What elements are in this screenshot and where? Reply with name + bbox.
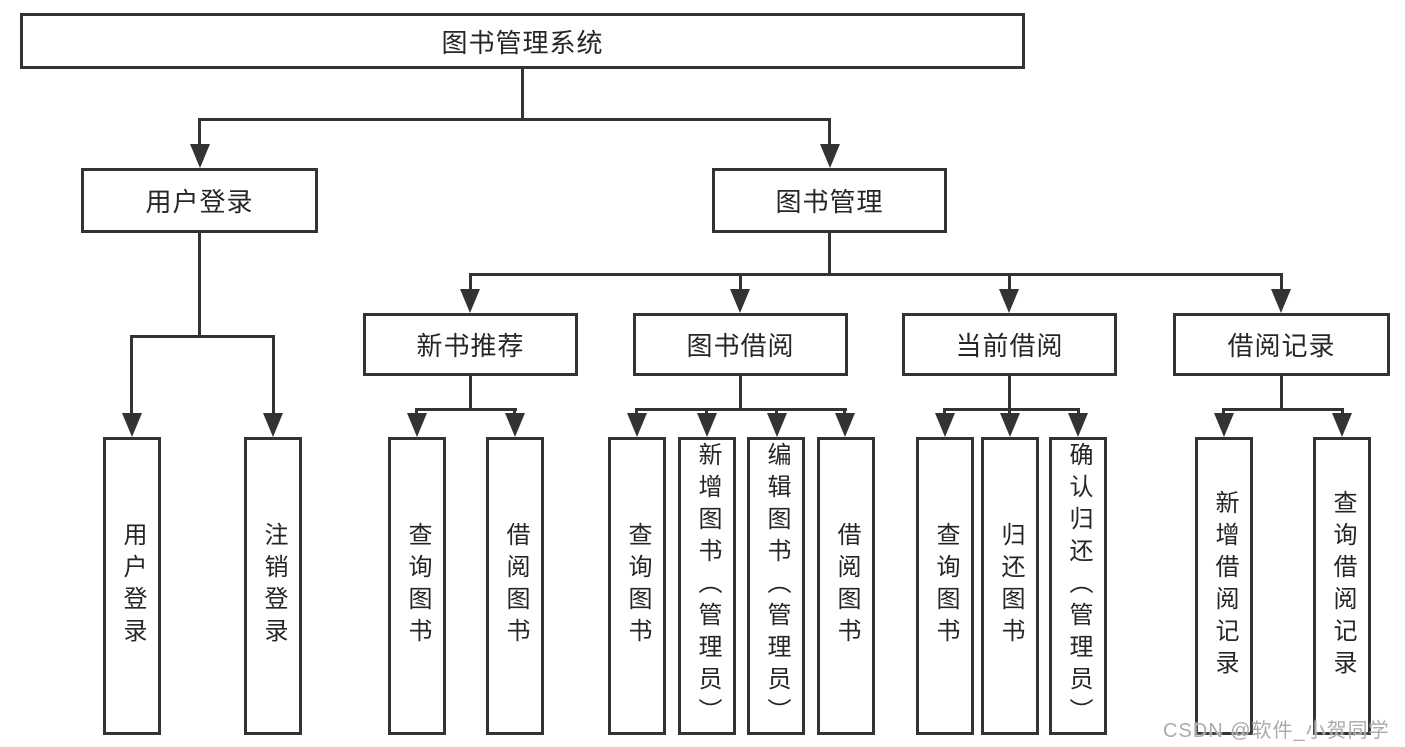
connector <box>739 376 742 411</box>
connector <box>828 118 831 146</box>
connector <box>739 273 742 291</box>
leaf-label: 注销登录 <box>260 522 287 650</box>
connector <box>1008 273 1011 291</box>
arrow-down-icon <box>505 413 525 437</box>
node-library-system: 图书管理系统 <box>20 13 1025 69</box>
leaf-borrow-book-borrowing: 借阅图书 <box>817 437 875 735</box>
leaf-confirm-return-admin: 确认归还（管理员） <box>1049 437 1107 735</box>
node-label: 新书推荐 <box>416 331 525 361</box>
arrow-down-icon <box>835 413 855 437</box>
leaf-label: 确认归还（管理员） <box>1065 442 1092 730</box>
leaf-label: 编辑图书（管理员） <box>763 442 790 730</box>
arrow-down-icon <box>999 289 1019 313</box>
connector <box>415 408 517 411</box>
leaf-query-borrow-record: 查询借阅记录 <box>1313 437 1371 735</box>
node-current-borrowing: 当前借阅 <box>902 313 1117 376</box>
node-label: 用户登录 <box>145 187 254 217</box>
connector <box>775 408 778 417</box>
arrow-down-icon <box>767 413 787 437</box>
leaf-label: 用户登录 <box>119 522 146 650</box>
connector <box>843 408 846 417</box>
node-label: 图书管理 <box>775 187 884 217</box>
arrow-down-icon <box>122 413 142 437</box>
arrow-down-icon <box>1000 413 1020 437</box>
connector <box>198 118 831 121</box>
node-book-management: 图书管理 <box>712 168 947 233</box>
connector <box>469 273 1283 276</box>
leaf-label: 归还图书 <box>997 522 1024 650</box>
node-label: 借阅记录 <box>1227 331 1336 361</box>
connector <box>1008 376 1011 411</box>
connector <box>272 335 275 415</box>
leaf-label: 查询图书 <box>404 522 431 650</box>
leaf-return-book: 归还图书 <box>981 437 1039 735</box>
connector <box>943 408 946 417</box>
node-borrow-records: 借阅记录 <box>1173 313 1390 376</box>
connector <box>1008 408 1011 417</box>
arrow-down-icon <box>1068 413 1088 437</box>
arrow-down-icon <box>935 413 955 437</box>
leaf-label: 新增借阅记录 <box>1211 490 1238 682</box>
leaf-logout: 注销登录 <box>244 437 302 735</box>
connector <box>1077 408 1080 417</box>
leaf-edit-book-admin: 编辑图书（管理员） <box>747 437 805 735</box>
connector <box>198 118 201 146</box>
node-user-login: 用户登录 <box>81 168 318 233</box>
arrow-down-icon <box>407 413 427 437</box>
leaf-label: 借阅图书 <box>833 522 860 650</box>
connector <box>198 233 201 338</box>
leaf-query-book-recommend: 查询图书 <box>388 437 446 735</box>
arrow-down-icon <box>1214 413 1234 437</box>
leaf-label: 新增图书（管理员） <box>694 442 721 730</box>
leaf-label: 借阅图书 <box>502 522 529 650</box>
node-new-book-recommend: 新书推荐 <box>363 313 578 376</box>
connector <box>943 408 1080 411</box>
arrow-down-icon <box>820 144 840 168</box>
leaf-label: 查询借阅记录 <box>1329 490 1356 682</box>
arrow-down-icon <box>190 144 210 168</box>
arrow-down-icon <box>1271 289 1291 313</box>
connector <box>705 408 708 417</box>
connector <box>469 273 472 291</box>
node-label: 图书借阅 <box>686 331 795 361</box>
node-book-borrowing: 图书借阅 <box>633 313 848 376</box>
connector <box>469 376 472 411</box>
connector <box>1222 408 1344 411</box>
connector <box>635 408 638 417</box>
leaf-add-book-admin: 新增图书（管理员） <box>678 437 736 735</box>
connector <box>1222 408 1225 417</box>
connector <box>130 335 133 415</box>
leaf-borrow-book-recommend: 借阅图书 <box>486 437 544 735</box>
connector <box>415 408 418 417</box>
arrow-down-icon <box>697 413 717 437</box>
watermark: CSDN @软件_小贺同学 <box>1163 720 1390 742</box>
arrow-down-icon <box>627 413 647 437</box>
connector <box>635 408 847 411</box>
connector <box>513 408 516 417</box>
connector <box>1280 376 1283 411</box>
leaf-query-book-current: 查询图书 <box>916 437 974 735</box>
connector <box>1341 408 1344 417</box>
leaf-user-login: 用户登录 <box>103 437 161 735</box>
leaf-add-borrow-record: 新增借阅记录 <box>1195 437 1253 735</box>
node-label: 图书管理系统 <box>441 27 604 58</box>
connector <box>130 335 275 338</box>
arrow-down-icon <box>263 413 283 437</box>
connector <box>828 233 831 276</box>
arrow-down-icon <box>730 289 750 313</box>
connector <box>521 69 524 121</box>
arrow-down-icon <box>1332 413 1352 437</box>
arrow-down-icon <box>460 289 480 313</box>
leaf-label: 查询图书 <box>624 522 651 650</box>
connector <box>1280 273 1283 291</box>
node-label: 当前借阅 <box>955 331 1064 361</box>
leaf-label: 查询图书 <box>932 522 959 650</box>
leaf-query-book-borrowing: 查询图书 <box>608 437 666 735</box>
